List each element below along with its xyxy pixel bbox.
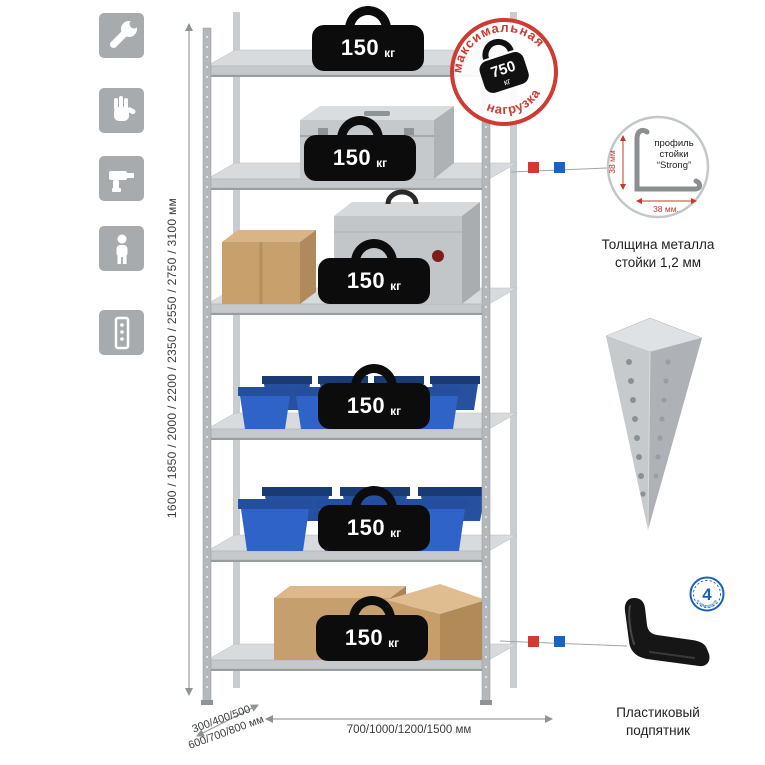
feature-icon-assembly bbox=[99, 13, 144, 58]
weight-handle-icon bbox=[351, 486, 397, 512]
gloves-icon bbox=[113, 95, 135, 121]
load-unit: кг bbox=[384, 45, 396, 60]
load-unit: кг bbox=[390, 403, 402, 418]
height-dimension-label: 1600 / 1850 / 2000 / 2200 / 2350 / 2550 … bbox=[165, 197, 179, 519]
weight-handle-icon bbox=[349, 596, 395, 622]
profile-detail-circle: 38 мм 38 мм. профиль стойки “Strong” bbox=[606, 115, 710, 219]
angle-post-image bbox=[605, 317, 703, 531]
blue-marker-square bbox=[554, 162, 565, 173]
wrench-icon bbox=[109, 19, 138, 48]
load-value: 150 bbox=[340, 35, 380, 60]
profile-label-1: профиль bbox=[654, 138, 693, 149]
load-value: 150 bbox=[346, 268, 386, 293]
profile-dim-vertical: 38 мм bbox=[607, 150, 617, 174]
drill-icon bbox=[108, 170, 134, 192]
profile-label-3: “Strong” bbox=[657, 160, 691, 171]
stamp-weight-unit: кг bbox=[502, 76, 512, 88]
max-load-stamp: максимальная нагрузка 750 кг bbox=[438, 6, 558, 126]
profile-caption-line-2: стойки 1,2 мм bbox=[614, 255, 702, 271]
foot-caption-line-2: подпятник bbox=[625, 723, 691, 739]
red-marker-square bbox=[528, 162, 539, 173]
load-capacity-badge-3: 150 кг bbox=[318, 239, 430, 304]
profile-caption: Толщина металла стойки 1,2 мм bbox=[568, 236, 748, 272]
front-uprights bbox=[201, 27, 492, 705]
cardboard-box-small bbox=[222, 230, 316, 304]
upright-profile-icon bbox=[114, 316, 129, 349]
load-value: 150 bbox=[346, 515, 386, 540]
load-unit: кг bbox=[376, 155, 388, 170]
load-capacity-badge-1: 150 кг bbox=[312, 6, 424, 71]
weight-handle-icon bbox=[351, 239, 397, 265]
load-unit: кг bbox=[388, 635, 400, 650]
back-uprights bbox=[233, 12, 517, 688]
load-capacity-badge-6: 150 кг bbox=[316, 596, 428, 661]
foot-caption-line-1: Пластиковый bbox=[616, 705, 700, 720]
foot-caption: Пластиковый подпятник bbox=[568, 704, 748, 740]
stamp-weight-body bbox=[479, 52, 529, 93]
load-unit: кг bbox=[390, 278, 402, 293]
load-capacity-badge-5: 150 кг bbox=[318, 486, 430, 551]
profile-dim-horizontal: 38 мм. bbox=[653, 204, 679, 214]
load-value: 150 bbox=[332, 145, 372, 170]
depth-dimension-line bbox=[196, 704, 259, 737]
load-capacity-badge-2: 150 кг bbox=[304, 116, 416, 181]
weight-handle-icon bbox=[351, 364, 397, 390]
profile-cross-section bbox=[634, 127, 703, 192]
plastic-foot-image: 4 в комплекте bbox=[624, 576, 725, 667]
load-value: 150 bbox=[346, 393, 386, 418]
load-value: 150 bbox=[344, 625, 384, 650]
quantity-badge-value: 4 bbox=[702, 585, 712, 604]
red-marker-square bbox=[528, 636, 539, 647]
width-dimension-label: 700/1000/1200/1500 мм bbox=[346, 724, 472, 736]
profile-callout-connector bbox=[510, 162, 608, 173]
stamp-weight-value: 750 bbox=[489, 58, 518, 82]
quantity-badge: 4 в комплекте bbox=[689, 576, 725, 612]
person-icon bbox=[116, 234, 127, 264]
feature-icon-drill bbox=[99, 156, 144, 201]
foot-callout-connector bbox=[499, 636, 628, 647]
feature-icon-gloves bbox=[99, 88, 144, 133]
load-unit: кг bbox=[390, 525, 402, 540]
weight-handle-icon bbox=[337, 116, 383, 142]
stamp-weight-handle-icon bbox=[482, 38, 514, 60]
feature-icon-upright bbox=[99, 310, 144, 355]
load-capacity-badge-4: 150 кг bbox=[318, 364, 430, 429]
feature-icon-one-person bbox=[99, 226, 144, 271]
profile-label-2: стойки bbox=[659, 149, 688, 160]
blue-marker-square bbox=[554, 636, 565, 647]
profile-caption-line-1: Толщина металла bbox=[601, 237, 715, 252]
weight-handle-icon bbox=[345, 6, 391, 32]
